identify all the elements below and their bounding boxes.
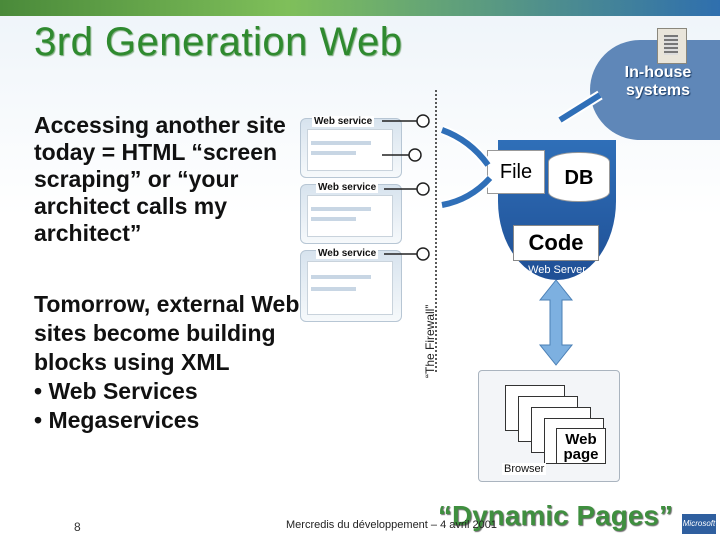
text-screen-scraping: Accessing another site today = HTML “scr…: [34, 112, 286, 246]
web-service-label-1: Web service: [312, 116, 375, 127]
microsoft-logo: Microsoft: [682, 514, 716, 534]
slide-number: 8: [74, 520, 81, 534]
code-box: Code: [513, 225, 599, 261]
web-service-label-2: Web service: [316, 182, 379, 193]
web-service-label-3: Web service: [316, 248, 379, 259]
file-box: File: [487, 150, 545, 194]
browser-caption: Browser: [502, 463, 547, 475]
web-page-box: Web page: [556, 428, 606, 464]
footer-text: Mercredis du développement – 4 avril 200…: [286, 519, 497, 531]
firewall-label: “The Firewall”: [423, 304, 437, 378]
inhouse-systems-shape: [590, 40, 720, 140]
dynamic-pages-label: “Dynamic Pages”: [438, 500, 673, 531]
server-icon: [657, 28, 687, 64]
inhouse-systems-label: In-house systems: [624, 64, 692, 99]
web-service-panel-1: [300, 118, 402, 178]
bullet-megaservices: • Megaservices: [34, 407, 200, 433]
text-building-blocks: Tomorrow, external Web sites become buil…: [34, 290, 334, 435]
web-service-panel-2: [300, 184, 402, 244]
building-blocks-intro: Tomorrow, external Web sites become buil…: [34, 291, 300, 375]
web-server-caption: Web Server: [528, 264, 586, 276]
bullet-web-services: • Web Services: [34, 378, 198, 404]
web-service-panel-3: [300, 250, 402, 322]
db-cylinder: DB: [548, 152, 610, 202]
top-banner: [0, 0, 720, 16]
slide-title: 3rd Generation Web: [34, 20, 403, 64]
